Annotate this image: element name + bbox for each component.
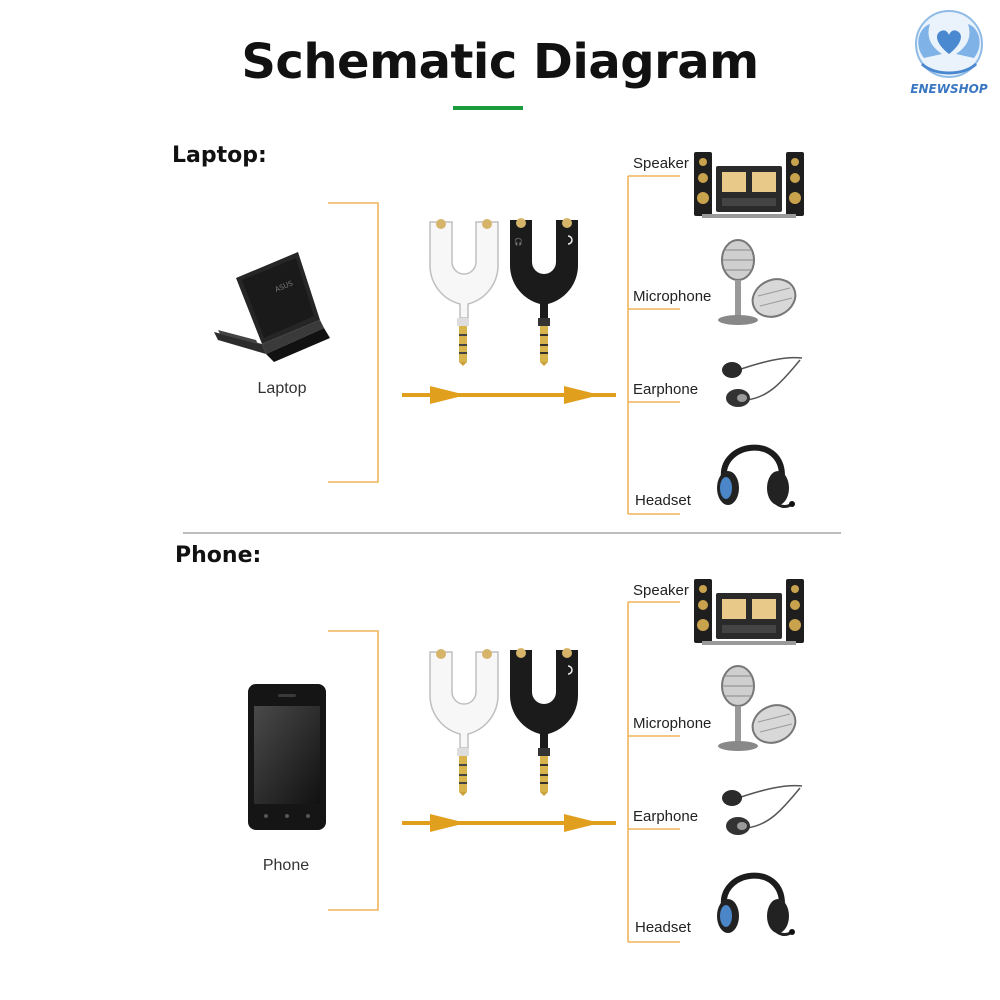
source-label-laptop: Laptop	[257, 380, 307, 397]
device-label-headset: Headset	[635, 919, 691, 936]
device-label-microphone: Microphone	[633, 715, 712, 732]
earphone-icon	[722, 356, 803, 407]
speaker-icon	[694, 152, 804, 218]
headset-icon	[717, 872, 795, 936]
source-bracket	[328, 630, 379, 911]
white-splitter-icon	[429, 649, 499, 796]
headset-icon	[717, 444, 795, 508]
title-underline	[453, 106, 523, 110]
device-label-speaker: Speaker	[633, 155, 689, 172]
microphone-icon	[718, 239, 797, 325]
splitter-adapters: 🎧	[429, 218, 578, 366]
white-splitter-icon	[429, 219, 499, 366]
splitter-adapters	[429, 648, 578, 796]
section-title-phone: Phone:	[175, 543, 262, 568]
black-splitter-icon	[510, 648, 578, 796]
source-bracket	[328, 202, 379, 483]
brand-logo: ENEWSHOP	[904, 6, 994, 100]
device-label-earphone: Earphone	[633, 381, 699, 398]
device-label-headset: Headset	[635, 492, 691, 509]
speaker-icon	[694, 579, 804, 645]
laptop-icon: ASUS	[214, 252, 330, 362]
svg-text:🎧: 🎧	[514, 237, 523, 246]
device-bracket	[627, 601, 680, 943]
signal-arrow	[402, 386, 616, 404]
heart-hands-icon	[915, 10, 983, 78]
device-label-speaker: Speaker	[633, 582, 689, 599]
black-splitter-icon: 🎧	[510, 218, 578, 366]
microphone-icon	[718, 665, 797, 751]
source-label-phone: Phone	[262, 857, 310, 874]
signal-arrow	[402, 814, 616, 832]
device-bracket	[627, 175, 680, 515]
phone-icon	[248, 684, 326, 830]
earphone-icon	[722, 784, 803, 835]
device-label-earphone: Earphone	[633, 808, 699, 825]
page-title: Schematic Diagram	[241, 34, 759, 90]
section-title-laptop: Laptop:	[172, 143, 267, 168]
section-divider	[183, 532, 841, 534]
brand-name: ENEWSHOP	[910, 82, 988, 96]
device-label-microphone: Microphone	[633, 288, 712, 305]
